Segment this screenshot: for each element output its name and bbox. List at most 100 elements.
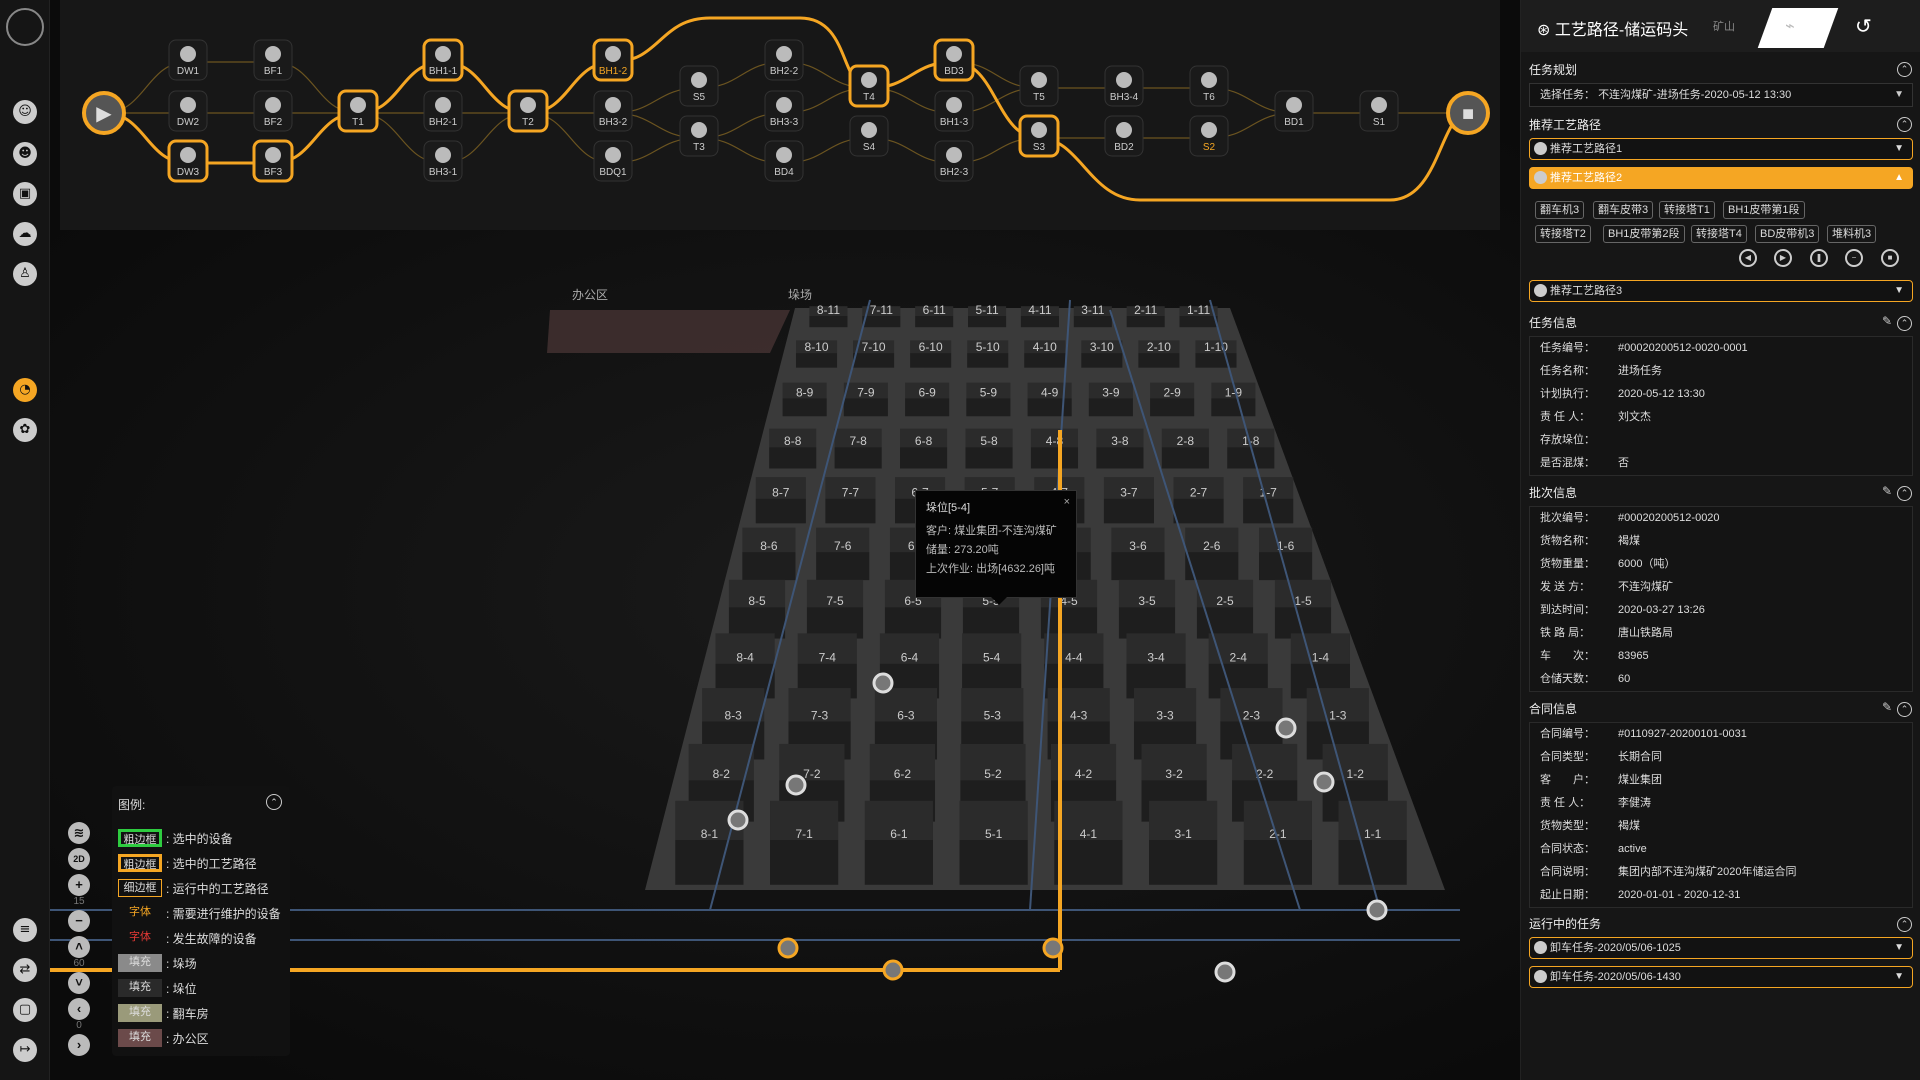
flow-node-t1[interactable]: T1 [337, 89, 379, 133]
running-task-2[interactable]: 卸车任务-2020/05/06-1430 ▼ [1529, 966, 1913, 988]
storage-slot[interactable]: 4-1 [1054, 800, 1123, 885]
flow-node-dw2[interactable]: DW2 [168, 90, 208, 132]
flow-node-bd1[interactable]: BD1 [1274, 90, 1314, 132]
reclaimer-icon[interactable] [1042, 937, 1064, 959]
storage-slot[interactable]: 2-10 [1138, 340, 1180, 368]
batch-info-collapse-icon[interactable]: ⌃ [1897, 486, 1912, 501]
stacker-icon[interactable] [727, 809, 749, 831]
storage-slot[interactable]: 2-7 [1173, 477, 1224, 524]
stop-node-icon[interactable] [1446, 91, 1490, 135]
storage-slot[interactable]: 6-10 [910, 340, 952, 368]
zoom-out-icon[interactable]: − [68, 910, 90, 932]
flow-node-bdq1[interactable]: BDQ1 [593, 140, 633, 182]
storage-slot[interactable]: 4-8 [1030, 428, 1079, 469]
flow-node-dw3[interactable]: DW3 [167, 139, 209, 183]
flow-node-bh1-3[interactable]: BH1-3 [934, 90, 974, 132]
storage-slot[interactable]: 7-11 [862, 303, 901, 328]
robot-icon[interactable]: ☻ [13, 142, 37, 166]
flow-node-bf1[interactable]: BF1 [253, 39, 293, 81]
reclaimer-icon[interactable] [882, 959, 904, 981]
storage-slot[interactable]: 8-5 [728, 579, 786, 639]
flow-node-s2[interactable]: S2 [1189, 115, 1229, 157]
route-step-chip[interactable]: 转接塔T4 [1691, 225, 1747, 243]
flow-node-t2[interactable]: T2 [507, 89, 549, 133]
flow-node-bf2[interactable]: BF2 [253, 90, 293, 132]
storage-slot[interactable]: 8-10 [795, 340, 838, 368]
storage-slot[interactable]: 5-9 [966, 382, 1011, 417]
running-task-1[interactable]: 卸车任务-2020/05/06-1025 ▼ [1529, 937, 1913, 959]
user-switch-icon[interactable]: ⇄ [13, 958, 37, 982]
storage-slot[interactable]: 1-8 [1227, 428, 1275, 469]
database-icon[interactable]: ≡ [13, 918, 37, 942]
stacker-icon[interactable] [872, 672, 894, 694]
stacker-icon[interactable] [785, 774, 807, 796]
tilt-down-icon[interactable]: ˅ [68, 972, 90, 994]
contract-info-collapse-icon[interactable]: ⌃ [1897, 702, 1912, 717]
task-plan-collapse-icon[interactable]: ⌃ [1897, 62, 1912, 77]
flow-node-bh3-1[interactable]: BH3-1 [423, 140, 463, 182]
storage-slot[interactable]: 7-1 [770, 800, 839, 885]
flow-node-t6[interactable]: T6 [1189, 65, 1229, 107]
rotate-left-icon[interactable]: ‹ [68, 998, 90, 1020]
reclaimer-icon[interactable] [1366, 899, 1388, 921]
tab-chart[interactable] [1757, 8, 1839, 48]
storage-slot[interactable]: 4-9 [1027, 382, 1072, 417]
storage-slot[interactable]: 7-10 [853, 340, 895, 368]
storage-slot[interactable]: 6-11 [915, 303, 954, 328]
flow-node-bh2-3[interactable]: BH2-3 [934, 140, 974, 182]
storage-slot[interactable]: 3-6 [1111, 527, 1165, 581]
history-icon[interactable]: ↺ [1855, 16, 1872, 38]
routes-collapse-icon[interactable]: ⌃ [1897, 117, 1912, 132]
storage-slot[interactable]: 2-8 [1161, 428, 1209, 469]
stacker-icon[interactable] [1275, 717, 1297, 739]
tilt-up-icon[interactable]: ˄ [68, 936, 90, 958]
flow-node-s5[interactable]: S5 [679, 65, 719, 107]
play-icon[interactable]: ▶ [1774, 249, 1792, 267]
flow-node-bh3-2[interactable]: BH3-2 [593, 90, 633, 132]
legend-collapse-button[interactable]: ⌃ [266, 794, 282, 810]
flow-node-t4[interactable]: T4 [848, 64, 890, 108]
rotate-right-icon[interactable]: › [68, 1034, 90, 1056]
storage-slot[interactable]: 1-1 [1338, 800, 1407, 885]
storage-slot[interactable]: 3-9 [1088, 382, 1133, 417]
storage-slot[interactable]: 6-8 [900, 428, 948, 469]
storage-slot[interactable]: 4-11 [1020, 303, 1059, 328]
storage-slot[interactable]: 5-11 [968, 303, 1007, 328]
storage-slot[interactable]: 1-9 [1211, 382, 1256, 417]
layers-icon[interactable]: ≋ [68, 822, 90, 844]
route-step-chip[interactable]: 转接塔T1 [1659, 201, 1715, 219]
route-option-3[interactable]: 推荐工艺路径3 ▼ [1529, 280, 1913, 302]
task-info-collapse-icon[interactable]: ⌃ [1897, 316, 1912, 331]
route-step-chip[interactable]: BH1皮带第1段 [1723, 201, 1805, 219]
route-step-chip[interactable]: 翻车皮带3 [1593, 201, 1654, 219]
storage-slot[interactable]: 3-7 [1103, 477, 1155, 524]
storage-slot[interactable]: 1-7 [1243, 477, 1294, 524]
storage-slot[interactable]: 2-9 [1150, 382, 1195, 417]
flow-node-bh3-3[interactable]: BH3-3 [764, 90, 804, 132]
edit-icon[interactable]: ✎ [1881, 484, 1892, 498]
storage-slot[interactable]: 8-8 [769, 428, 817, 469]
route-step-chip[interactable]: BD皮带机3 [1755, 225, 1820, 243]
pause-icon[interactable]: ❚ [1810, 249, 1828, 267]
flow-node-t3[interactable]: T3 [679, 115, 719, 157]
route-step-chip[interactable]: BH1皮带第2段 [1603, 225, 1685, 243]
route-step-chip[interactable]: 翻车机3 [1535, 201, 1585, 219]
route-step-chip[interactable]: 转接塔T2 [1535, 225, 1591, 243]
gear-icon[interactable]: ✿ [13, 418, 37, 442]
zoom-in-icon[interactable]: + [68, 874, 90, 896]
storage-slot[interactable]: 6-9 [905, 382, 950, 417]
storage-slot[interactable]: 1-6 [1259, 527, 1313, 581]
storage-slot[interactable]: 2-11 [1126, 303, 1165, 328]
flow-node-bd2[interactable]: BD2 [1104, 115, 1144, 157]
storage-slot[interactable]: 1-10 [1195, 340, 1237, 368]
cloud-user-icon[interactable]: ☁ [13, 222, 37, 246]
stacker-icon[interactable] [1313, 771, 1335, 793]
prev-icon[interactable]: ◀ [1739, 249, 1757, 267]
flow-node-dw1[interactable]: DW1 [168, 39, 208, 81]
logo-icon[interactable] [6, 8, 44, 46]
flow-node-t5[interactable]: T5 [1019, 65, 1059, 107]
flow-node-bf3[interactable]: BF3 [252, 139, 294, 183]
storage-slot[interactable]: 8-9 [782, 382, 827, 417]
